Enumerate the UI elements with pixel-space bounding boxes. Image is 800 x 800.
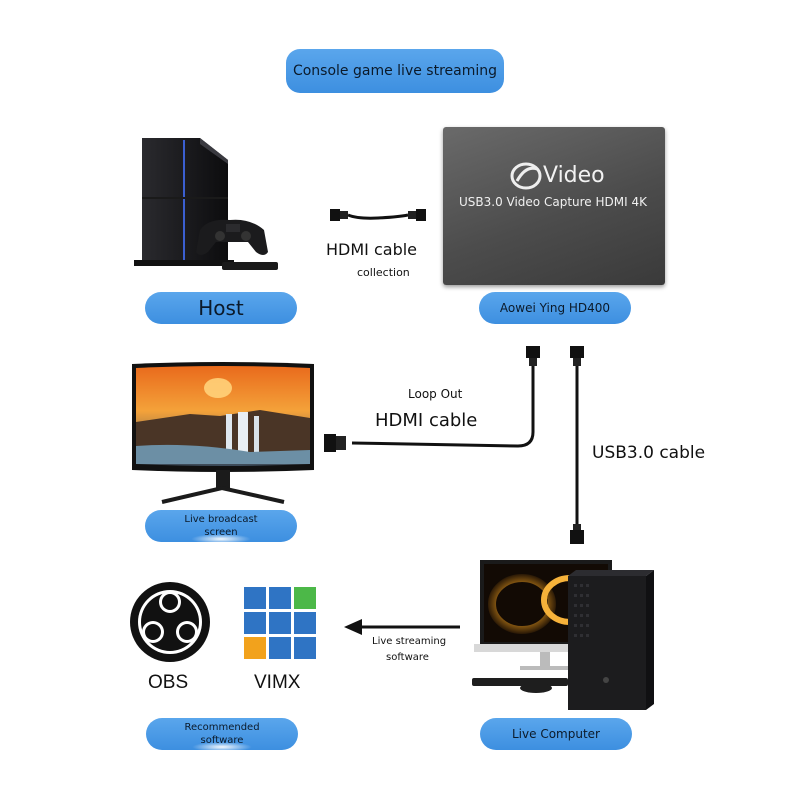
streaming-software-label-line1: Live streaming: [372, 636, 447, 647]
loop-out-hdmi-cable-label: HDMI cable: [375, 410, 478, 431]
hdmi-collection-label: collection: [357, 266, 410, 279]
video-logo-icon: [510, 162, 542, 190]
capture-card-brand: Video: [543, 163, 605, 188]
obs-name: OBS: [148, 672, 189, 693]
monitor-label-line1: Live broadcast: [184, 514, 258, 525]
vimx-name: VIMX: [254, 672, 301, 693]
vimx-logo-icon: [244, 587, 316, 659]
streaming-software-label-line2: software: [386, 652, 429, 663]
capture-card-model: USB3.0 Video Capture HDMI 4K: [459, 195, 647, 209]
monitor-image: [132, 362, 314, 504]
capture-card-label: Aowei Ying HD400: [499, 301, 611, 315]
title-text: Console game live streaming: [292, 63, 498, 79]
monitor-label-line2: screen: [204, 527, 238, 538]
capture-card-device: Video USB3.0 Video Capture HDMI 4K: [443, 127, 665, 285]
obs-logo-icon: [130, 582, 210, 662]
hdmi-cable-label: HDMI cable: [326, 240, 418, 259]
live-computer-image: [472, 560, 654, 710]
recommended-software-line1: Recommended: [184, 722, 260, 733]
live-computer-label: Live Computer: [512, 727, 600, 741]
usb-cable-label: USB3.0 cable: [592, 443, 706, 463]
title-badge: Console game live streaming: [286, 49, 504, 93]
host-label: Host: [198, 296, 244, 320]
recommended-software-line2: software: [200, 735, 244, 746]
recommended-software-label: Recommended software: [184, 721, 259, 747]
recommended-software-badge: Recommended software: [146, 718, 298, 752]
live-computer-label-badge: Live Computer: [480, 718, 632, 750]
host-label-badge: Host: [145, 292, 297, 324]
monitor-label: Live broadcast screen: [184, 513, 257, 539]
game-console-image: [134, 138, 278, 270]
loop-out-label: Loop Out: [408, 387, 463, 401]
hdmi-cable-icon: [330, 209, 426, 221]
capture-card-label-badge: Aowei Ying HD400: [479, 292, 631, 324]
monitor-label-badge: Live broadcast screen: [145, 510, 297, 544]
